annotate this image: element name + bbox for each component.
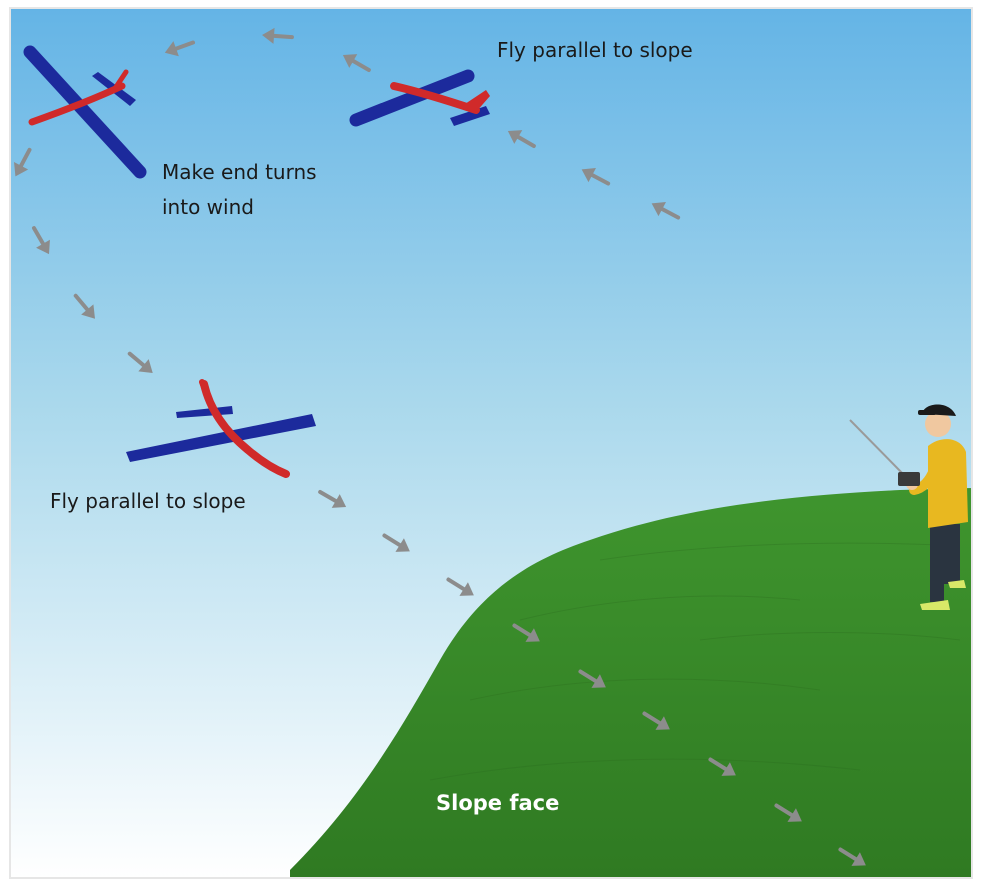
label-bottom-parallel: Fly parallel to slope [50,489,246,513]
label-slope-face: Slope face [436,791,559,815]
label-end-turns-line2: into wind [162,195,254,219]
label-end-turns-line1: Make end turns [162,160,317,184]
label-top-parallel: Fly parallel to slope [497,38,693,62]
transmitter-icon [898,472,920,486]
